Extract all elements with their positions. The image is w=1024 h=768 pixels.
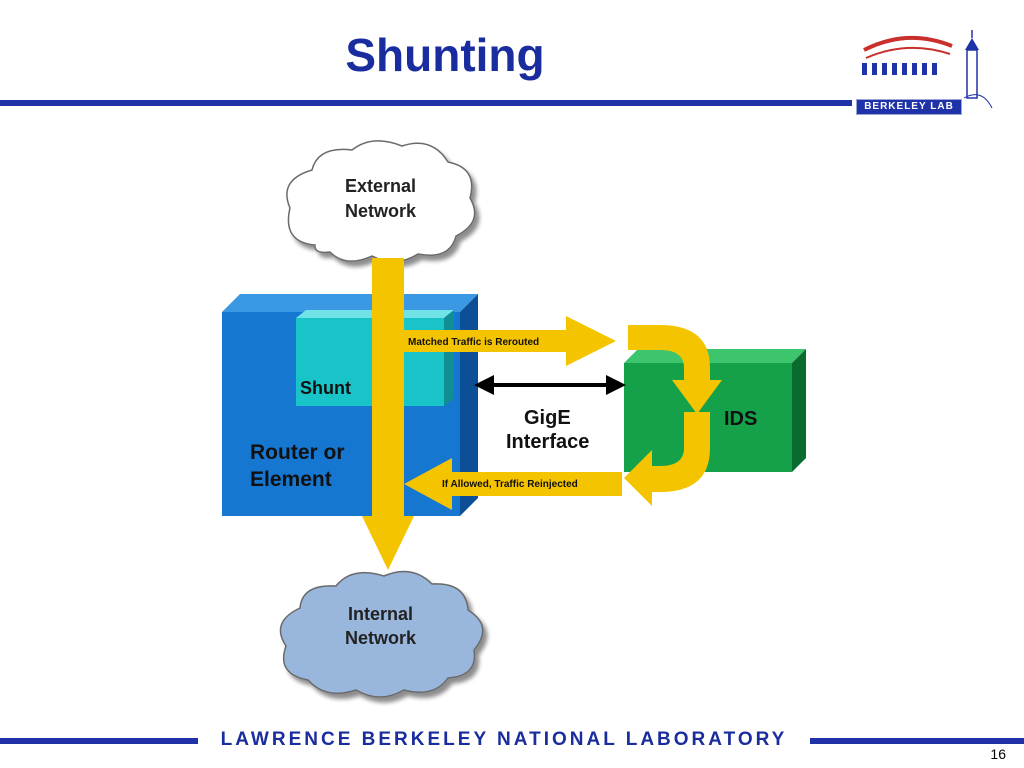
ids-loop-arrow-upper (628, 325, 722, 414)
main-traffic-arrow (362, 258, 414, 570)
berkeley-lab-logo-icon (862, 30, 993, 109)
ids-label: IDS (724, 408, 757, 430)
page-number: 16 (990, 746, 1006, 762)
footer-rule-left (0, 738, 198, 744)
header-rule (0, 100, 852, 106)
external-network-cloud (286, 140, 476, 263)
internal-network-cloud (279, 570, 484, 698)
external-network-line2: Network (345, 201, 417, 221)
shunt-label: Shunt (300, 378, 351, 398)
gige-label-line2: Interface (506, 431, 589, 453)
gige-link-arrow (474, 375, 626, 395)
internal-network-line1: Internal (348, 604, 413, 624)
rerouted-arrow (404, 316, 616, 366)
gige-label-line1: GigE (524, 407, 571, 429)
external-network-line1: External (345, 176, 416, 196)
reinjected-arrow (404, 458, 622, 510)
internal-network-line2: Network (345, 628, 417, 648)
router-label-line2: Element (250, 468, 332, 491)
router-label-line1: Router or (250, 441, 345, 464)
footer-rule-right (810, 738, 1024, 744)
ids-loop-arrow-lower (624, 412, 710, 506)
logo-label: BERKELEY LAB (856, 99, 962, 115)
rerouted-label: Matched Traffic is Rerouted (408, 337, 539, 348)
footer-lab-name: LAWRENCE BERKELEY NATIONAL LABORATORY (220, 729, 788, 750)
slide-title: Shunting (345, 29, 545, 81)
reinjected-label: If Allowed, Traffic Reinjected (442, 479, 578, 490)
